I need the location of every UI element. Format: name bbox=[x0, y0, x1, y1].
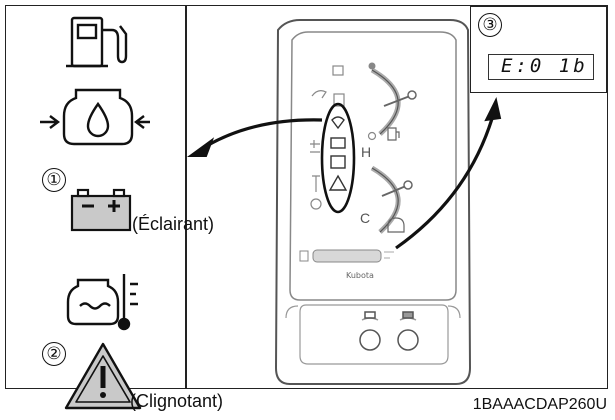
panel-buttons bbox=[359, 311, 419, 351]
bar-display bbox=[299, 249, 394, 263]
figure-code: 1BAAACDAP260U bbox=[472, 396, 607, 413]
fuel-pump-icon bbox=[66, 16, 128, 68]
warning-status-label: (Clignotant) bbox=[130, 391, 224, 411]
battery-status-label: (Éclairant) bbox=[132, 214, 215, 234]
highlighted-lamps bbox=[328, 116, 348, 191]
gauge-letter-cold: C bbox=[360, 210, 371, 226]
battery-charge-icon bbox=[70, 188, 132, 232]
temperature-gauge bbox=[370, 165, 413, 234]
gauge-letter-hot: H bbox=[361, 144, 372, 160]
arrow-head-left bbox=[186, 137, 215, 157]
lcd-error-display: E:0 1b bbox=[488, 54, 594, 80]
item-number-1: ① bbox=[42, 168, 66, 192]
lamp-highlight-oval bbox=[320, 102, 356, 214]
fuel-gauge bbox=[367, 62, 417, 141]
engine-oil-pressure-icon bbox=[40, 88, 150, 146]
indicator-lamps bbox=[310, 65, 345, 210]
warning-triangle-icon bbox=[64, 342, 142, 410]
panel-brand: Kubota bbox=[346, 271, 374, 280]
coolant-temperature-icon bbox=[66, 274, 138, 331]
arrow-head-right bbox=[484, 97, 502, 122]
item-number-2: ② bbox=[42, 342, 66, 366]
item-number-3: ③ bbox=[478, 13, 502, 37]
figure-frame bbox=[5, 5, 608, 389]
panel-divider bbox=[185, 6, 187, 388]
instrument-panel bbox=[274, 19, 472, 385]
